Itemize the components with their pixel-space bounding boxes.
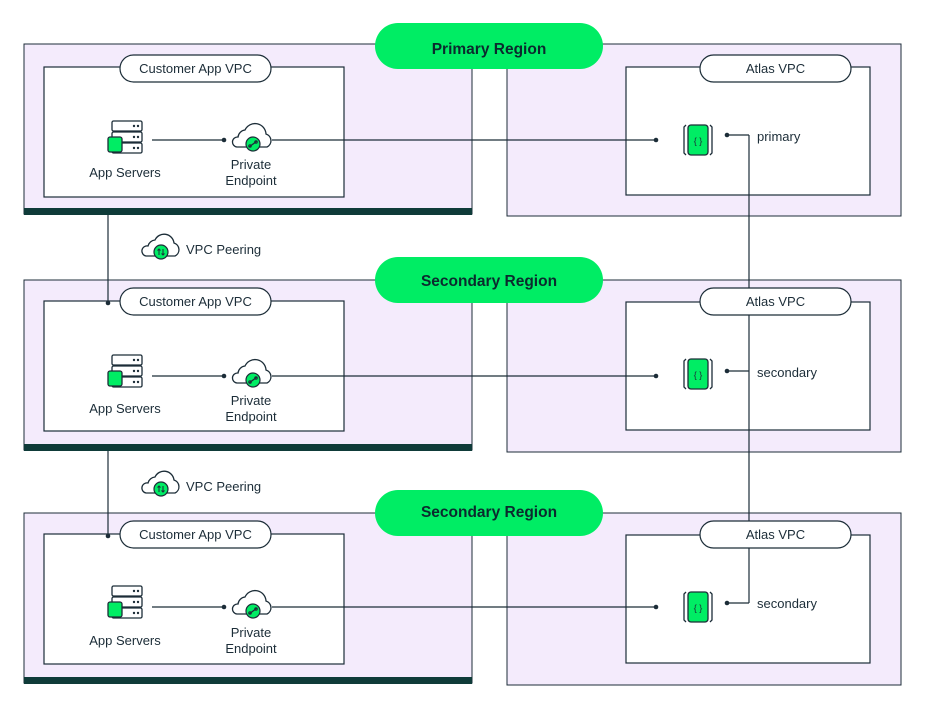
atlas-vpc-pill: Atlas VPC (699, 287, 852, 316)
atlas-vpc-label: Atlas VPC (746, 294, 805, 309)
region-pill: Secondary Region (375, 257, 603, 303)
customer-vpc-box (43, 533, 345, 665)
region-pill: Primary Region (375, 23, 603, 69)
server-rack-icon (107, 120, 143, 154)
connector-dots (105, 132, 730, 610)
customer-vpc-box (43, 300, 345, 432)
database-node-icon (683, 124, 713, 156)
customer-vpc-label: Customer App VPC (139, 61, 252, 76)
node-role-label: secondary (757, 596, 817, 611)
database-node-icon (683, 358, 713, 390)
customer-vpc-pill: Customer App VPC (119, 287, 272, 316)
app-servers-label: App Servers (89, 401, 161, 416)
app-servers-label: App Servers (89, 165, 161, 180)
app-servers-label: App Servers (89, 633, 161, 648)
atlas-vpc-box (625, 534, 871, 664)
cloud-sync-icon (141, 470, 180, 497)
private-endpoint-label: Private (231, 157, 271, 172)
vpc-peering-label: VPC Peering (186, 242, 261, 257)
node-role-label: secondary (757, 365, 817, 380)
customer-vpc-pill: Customer App VPC (119, 520, 272, 549)
region-pill: Secondary Region (375, 490, 603, 536)
database-node-icon (683, 591, 713, 623)
private-endpoint-label: Private (231, 625, 271, 640)
customer-vpc-label: Customer App VPC (139, 294, 252, 309)
connector-lines (107, 134, 750, 608)
private-endpoint-label: Endpoint (225, 641, 277, 656)
atlas-vpc-box (625, 301, 871, 431)
atlas-vpc-label: Atlas VPC (746, 527, 805, 542)
region-title: Primary Region (432, 41, 547, 58)
vpc-peering-label: VPC Peering (186, 479, 261, 494)
private-endpoint-label: Private (231, 393, 271, 408)
server-rack-icon (107, 585, 143, 619)
region-title: Secondary Region (421, 504, 557, 521)
server-rack-icon (107, 354, 143, 388)
private-endpoint-label: Endpoint (225, 409, 277, 424)
atlas-vpc-pill: Atlas VPC (699, 54, 852, 83)
node-role-label: primary (757, 129, 801, 144)
cloud-sync-icon (141, 233, 180, 260)
region-title: Secondary Region (421, 273, 557, 290)
customer-vpc-label: Customer App VPC (139, 527, 252, 542)
atlas-vpc-pill: Atlas VPC (699, 520, 852, 549)
customer-vpc-box (43, 66, 345, 198)
atlas-vpc-box (625, 66, 871, 196)
customer-vpc-pill: Customer App VPC (119, 54, 272, 83)
atlas-vpc-label: Atlas VPC (746, 61, 805, 76)
private-endpoint-label: Endpoint (225, 173, 277, 188)
